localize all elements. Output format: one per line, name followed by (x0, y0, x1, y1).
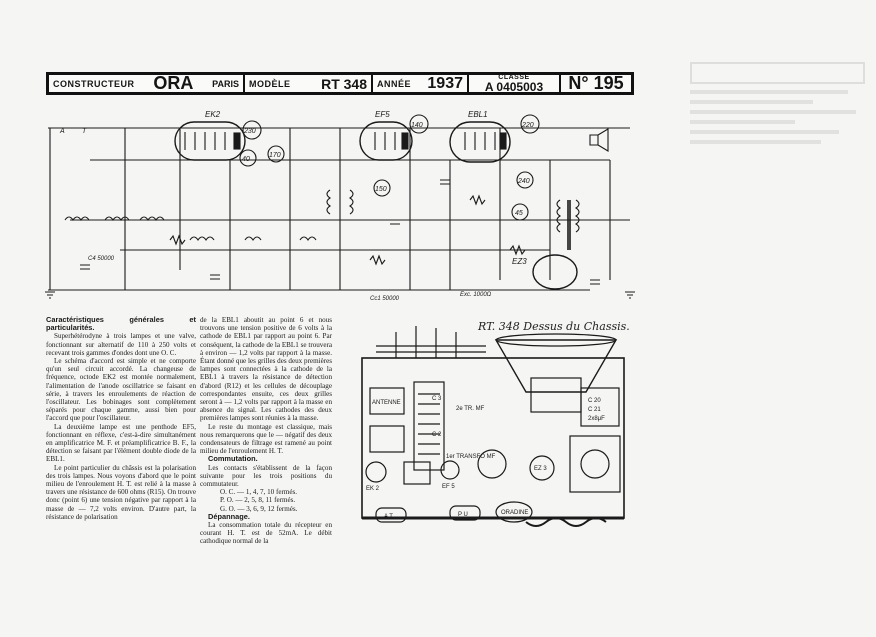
label-antenna: A (59, 128, 65, 135)
class-cell: CLASSE A 0405003 (469, 74, 561, 94)
model-cell: MODÈLE RT 348 (245, 75, 373, 92)
datasheet-header: CONSTRUCTEUR ORA PARIS MODÈLE RT 348 ANN… (46, 72, 634, 95)
year-cell: ANNÉE 1937 (373, 75, 469, 92)
value-220: 220 (521, 122, 534, 129)
label-c3: C 3 (432, 396, 442, 402)
value-140: 140 (411, 122, 423, 129)
paragraph: La deuxième lampe est une penthode EF5, … (46, 422, 196, 464)
paragraph: La consommation totale du récepteur en c… (200, 521, 332, 546)
section-heading: Commutation. (208, 454, 258, 464)
label-ef5: EF 5 (442, 484, 455, 490)
tube-ez3: EZ3 (512, 257, 527, 266)
label-c4: C4 50000 (88, 256, 115, 262)
label-at: A T (384, 514, 393, 520)
label-ez3: EZ 3 (534, 466, 547, 472)
label-oradine: ORADINE (501, 510, 528, 516)
value-150: 150 (375, 186, 387, 193)
label-c20: C 20 (588, 398, 601, 404)
text-column-2: de la EBL1 aboutit au point 6 et nous tr… (200, 316, 332, 546)
city: PARIS (212, 78, 239, 89)
label-c21: C 21 (588, 407, 601, 413)
value-240: 240 (517, 178, 530, 185)
constructor-cell: CONSTRUCTEUR ORA PARIS (49, 73, 245, 93)
section-heading: Dépannage. (208, 511, 250, 521)
tube-ebl1: EBL1 (468, 110, 488, 119)
brand-name: ORA (153, 73, 194, 93)
label-exc: Exc. 1000Ω (460, 292, 492, 298)
value-170: 170 (269, 152, 281, 159)
paragraph: Les contacts s'établissent de la façon s… (200, 463, 332, 489)
section-heading: Caractéristiques générales et particular… (46, 315, 196, 333)
paragraph: de la EBL1 aboutit au point 6 et nous tr… (200, 316, 332, 423)
tube-ef5: EF5 (375, 110, 390, 119)
constructor-label: CONSTRUCTEUR (53, 78, 135, 89)
paragraph: Superhétérodyne à trois lampes et une va… (46, 332, 196, 357)
paragraph: Le reste du montage est classique, mais … (200, 422, 332, 456)
list-item: P. O. — 2, 5, 8, 11 fermés. (220, 496, 296, 505)
circuit-schematic: EK2 EF5 EBL1 EZ3 230 40 170 140 150 220 … (45, 110, 635, 302)
model-value: RT 348 (321, 75, 367, 92)
year-value: 1937 (427, 74, 463, 92)
value-230: 230 (243, 128, 256, 135)
text-column-1: Caractéristiques générales et particular… (46, 315, 196, 521)
value-45: 45 (515, 210, 523, 217)
label-capacitance: 2x8μF (588, 416, 605, 422)
model-label: MODÈLE (249, 78, 291, 89)
label-c2: C 2 (432, 432, 442, 438)
year-label: ANNÉE (377, 78, 412, 89)
label-ground: T (82, 128, 87, 135)
paragraph: Le schéma d'accord est simple et ne comp… (46, 357, 196, 423)
label-cc1: Cc1 50000 (370, 296, 400, 302)
chassis-drawing: ANTENNE 1er TRANSFO MF 2e TR. MF C 3 C 2… (361, 326, 625, 527)
list-item: G. O. — 3, 6, 9, 12 fermés. (220, 504, 298, 513)
value-40: 40 (242, 156, 250, 163)
number-cell: N° 195 (561, 73, 631, 93)
list-item: O. C. — 1, 4, 7, 10 fermés. (220, 488, 298, 497)
label-ek2: EK 2 (366, 486, 380, 492)
sheet-number: N° 195 (568, 73, 624, 93)
label-mf1: 1er TRANSFO MF (446, 454, 496, 460)
bleed-through-page (690, 62, 865, 482)
label-pu: P U (458, 512, 468, 518)
label-antenna-can: ANTENNE (372, 400, 401, 406)
class-value: A 0405003 (484, 80, 544, 94)
label-mf2: 2e TR. MF (456, 406, 485, 412)
class-label: CLASSE (498, 74, 530, 81)
paragraph: Le point particulier du châssis est la p… (46, 463, 196, 521)
tube-ek2: EK2 (205, 110, 221, 119)
chassis-title: RT. 348 Dessus du Chassis. (478, 320, 630, 333)
